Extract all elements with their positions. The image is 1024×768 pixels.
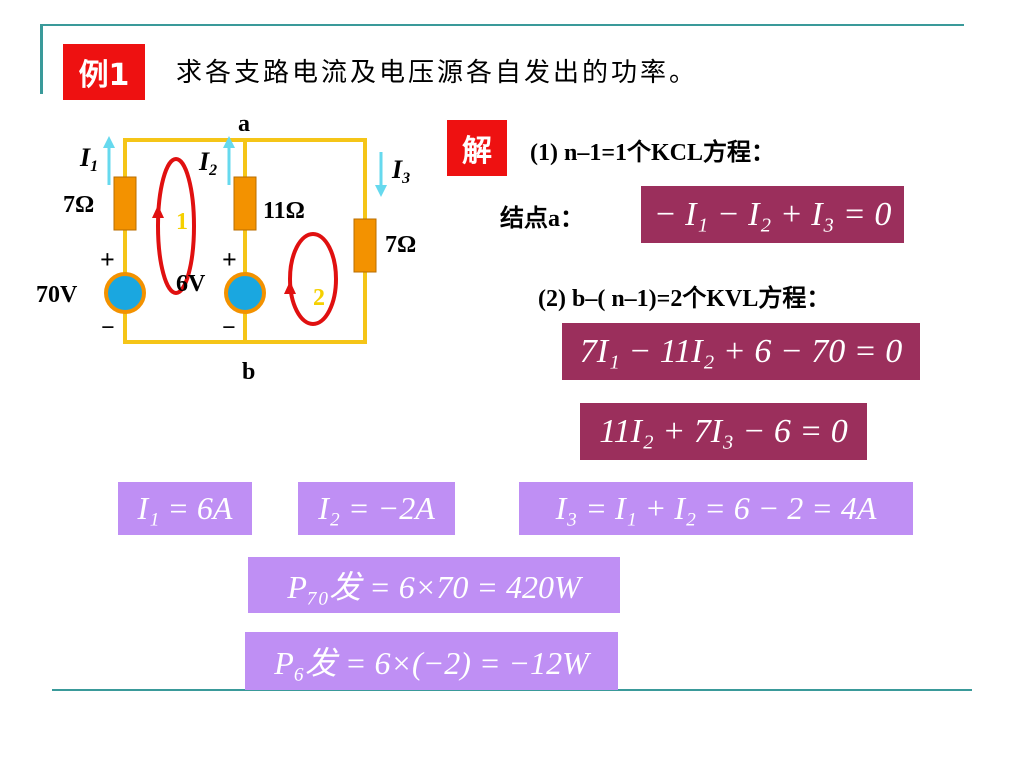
voltage-source-70v bbox=[104, 272, 146, 314]
solution-i3: I₃ = I₁ + I₂ = 6 − 2 = 4A bbox=[519, 482, 913, 535]
i2-label: I2 bbox=[198, 147, 217, 179]
kvl-equation-1: 7I₁ − 11I₂ + 6 − 70 = 0 bbox=[562, 323, 920, 380]
i3-label: I3 bbox=[391, 155, 410, 187]
i1-label: I1 bbox=[79, 143, 98, 175]
node-b: b bbox=[242, 359, 255, 385]
step-2-heading: (2) b–( n–1)=2个KVL方程： bbox=[538, 286, 831, 312]
solution-tag: 解 bbox=[447, 120, 507, 176]
problem-statement: 求各支路电流及电压源各自发出的功率。 bbox=[176, 58, 699, 88]
kvl-equation-2: 11I₂ + 7I₃ − 6 = 0 bbox=[580, 403, 867, 460]
v2-plus: + bbox=[222, 245, 237, 274]
bottom-rule bbox=[52, 689, 972, 691]
i3-label-sub: 3 bbox=[401, 170, 410, 187]
v1-label: 70V bbox=[36, 282, 78, 308]
mesh-loop-2-arrow bbox=[284, 281, 296, 294]
circuit-diagram: a b I1 I2 I3 7Ω 11Ω 7Ω 70V 6V + + − − 1 … bbox=[36, 111, 416, 385]
example-tag: 例1 bbox=[63, 44, 145, 100]
mesh-loop-1 bbox=[156, 157, 196, 295]
voltage-source-6v bbox=[224, 272, 266, 314]
node-a: a bbox=[238, 111, 250, 137]
resistor-r2 bbox=[233, 176, 257, 231]
mesh-loops bbox=[156, 157, 338, 326]
step-1-heading: (1) n–1=1个KCL方程： bbox=[530, 140, 776, 166]
v1-plus: + bbox=[100, 245, 115, 274]
solution-i1: I₁ = 6A bbox=[118, 482, 252, 535]
kcl-equation: − I₁ − I₂ + I₃ = 0 bbox=[641, 186, 904, 243]
i3-arrow-head bbox=[375, 185, 387, 197]
i2-arrow-head bbox=[223, 136, 235, 148]
r1-label: 7Ω bbox=[63, 192, 94, 218]
r3-label: 7Ω bbox=[385, 232, 416, 258]
i1-arrow-head bbox=[103, 136, 115, 148]
top-rule bbox=[40, 24, 964, 26]
top-left-tick bbox=[40, 24, 43, 94]
mesh-loop-1-arrow bbox=[152, 205, 164, 218]
i1-label-sub: 1 bbox=[90, 158, 98, 175]
mesh-loop-1-label: 1 bbox=[176, 209, 188, 235]
v1-minus: − bbox=[101, 315, 115, 341]
resistor-r1 bbox=[113, 176, 137, 231]
current-arrows bbox=[103, 136, 387, 197]
i2-label-sub: 2 bbox=[208, 162, 217, 179]
i2-label-main: I bbox=[198, 147, 210, 176]
power-6v-source: P₆发 = 6×(−2) = −12W bbox=[245, 632, 618, 690]
mesh-loop-2 bbox=[288, 232, 338, 326]
resistor-r3 bbox=[353, 218, 377, 273]
mesh-loop-2-label: 2 bbox=[313, 285, 325, 311]
power-70v-source: P₇₀发 = 6×70 = 420W bbox=[248, 557, 620, 613]
r2-label: 11Ω bbox=[263, 198, 305, 224]
i1-label-main: I bbox=[79, 143, 91, 172]
node-a-equation-label: 结点a： bbox=[500, 206, 584, 232]
i3-label-main: I bbox=[391, 155, 403, 184]
v2-minus: − bbox=[222, 315, 236, 341]
solution-i2: I₂ = −2A bbox=[298, 482, 455, 535]
v2-label: 6V bbox=[176, 271, 206, 297]
